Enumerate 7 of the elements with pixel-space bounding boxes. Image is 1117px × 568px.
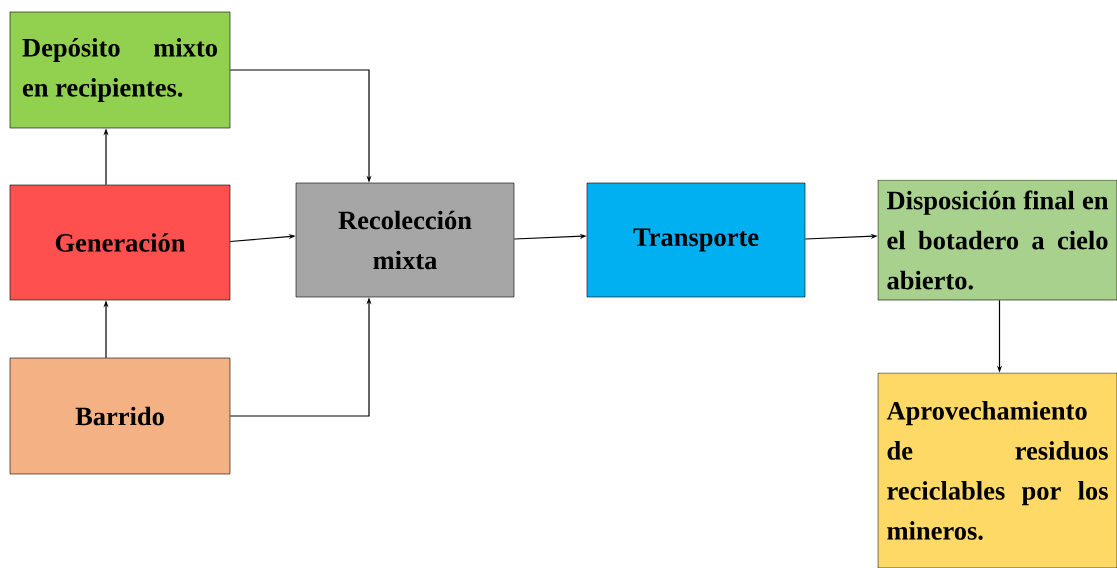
process-box: Generación: [9, 184, 231, 301]
process-box: Recolección mixta: [295, 182, 515, 298]
process-box: Disposición final en el botadero a cielo abierto.: [877, 179, 1117, 301]
process-box: Transporte: [586, 182, 806, 298]
process-box: Depósito mixto en recipientes.: [9, 11, 231, 129]
process-box: Aprovechamiento de residuos reciclables por los mineros.: [877, 372, 1117, 568]
process-box: Barrido: [9, 357, 231, 475]
